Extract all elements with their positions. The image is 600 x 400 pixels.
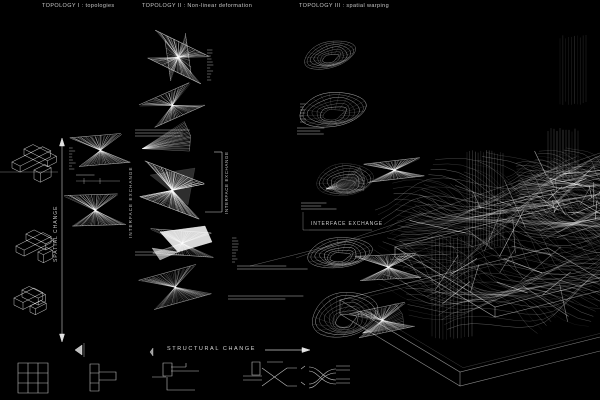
mesh-butterfly bbox=[147, 29, 210, 85]
heading-topology-3: TOPOLOGY III : spatial warping bbox=[299, 3, 390, 9]
cube-cluster-bottom bbox=[13, 286, 47, 316]
mesh-dome bbox=[316, 163, 374, 196]
heading-topology-1: TOPOLOGY I : topologies bbox=[42, 3, 115, 9]
spatial-change-axis-arrow bbox=[59, 137, 65, 343]
torus-top bbox=[304, 40, 356, 70]
structural-change-arrow bbox=[265, 347, 311, 353]
interface-exchange-bracket-label: INTERFACE EXCHANGE bbox=[224, 151, 229, 214]
diagram-cross bbox=[89, 363, 117, 392]
mesh-right-lower bbox=[349, 301, 415, 339]
mesh-right-middle bbox=[355, 253, 421, 281]
mesh-ribbon-lower bbox=[138, 264, 212, 310]
spatial-change-label: SPATIAL CHANGE bbox=[53, 205, 59, 262]
interface-exchange-column-label: INTERFACE EXCHANGE bbox=[128, 166, 133, 238]
mesh-pinwheel bbox=[138, 82, 206, 128]
marker-tick bbox=[149, 347, 154, 357]
torus-bright bbox=[307, 237, 373, 269]
interface-exchange-underline bbox=[302, 212, 372, 231]
marker-glyph bbox=[74, 343, 85, 357]
micro-annotation-col2 bbox=[69, 147, 120, 184]
mesh-col2-lower bbox=[64, 193, 126, 227]
mesh-right-upper bbox=[363, 157, 425, 183]
cube-cluster-top bbox=[0, 144, 58, 183]
interface-exchange-horizontal-label: INTERFACE EXCHANGE bbox=[311, 221, 383, 227]
cube-cluster-middle bbox=[15, 229, 55, 264]
structural-change-label: STRUCTURAL CHANGE bbox=[167, 346, 257, 352]
diagram-branch bbox=[152, 362, 199, 391]
diagram-grid bbox=[17, 362, 49, 394]
heading-topology-2: TOPOLOGY II : Non-linear deformation bbox=[142, 3, 253, 9]
mesh-col2-upper bbox=[69, 133, 131, 167]
warped-slab-composition bbox=[249, 35, 600, 387]
micro-annotation-col5 bbox=[297, 103, 337, 210]
diagram-weave bbox=[243, 361, 297, 387]
mesh-bright-wedge bbox=[150, 225, 214, 261]
interface-exchange-bracket bbox=[205, 151, 223, 213]
mesh-twisted-ribbon bbox=[139, 160, 205, 220]
torus-large bbox=[299, 92, 367, 128]
mesh-swirl bbox=[312, 292, 379, 338]
diagram-braid bbox=[300, 365, 350, 389]
micro-annotation-col3 bbox=[135, 49, 308, 300]
